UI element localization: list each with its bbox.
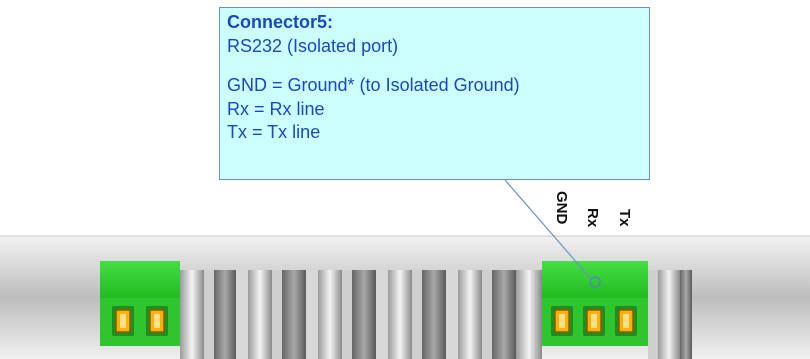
left-terminal-block	[100, 261, 180, 346]
connector5-marker	[589, 276, 601, 288]
callout-line-rx: Rx = Rx line	[227, 98, 325, 119]
connector5-terminal-block	[542, 261, 648, 346]
callout-subtitle: RS232 (Isolated port)	[227, 35, 399, 56]
connector5-callout: Connector5: RS232 (Isolated port) GND = …	[219, 7, 650, 180]
callout-title: Connector5:	[227, 12, 334, 32]
callout-leader-line	[504, 179, 592, 280]
housing-ribs	[180, 270, 692, 359]
pin-label-tx: Tx	[616, 209, 633, 227]
pin-label-rx: Rx	[584, 208, 601, 228]
callout-line-tx: Tx = Tx line	[227, 122, 321, 142]
pin-label-gnd: GND	[553, 191, 570, 225]
callout-line-gnd: GND = Ground* (to Isolated Ground)	[227, 75, 520, 95]
